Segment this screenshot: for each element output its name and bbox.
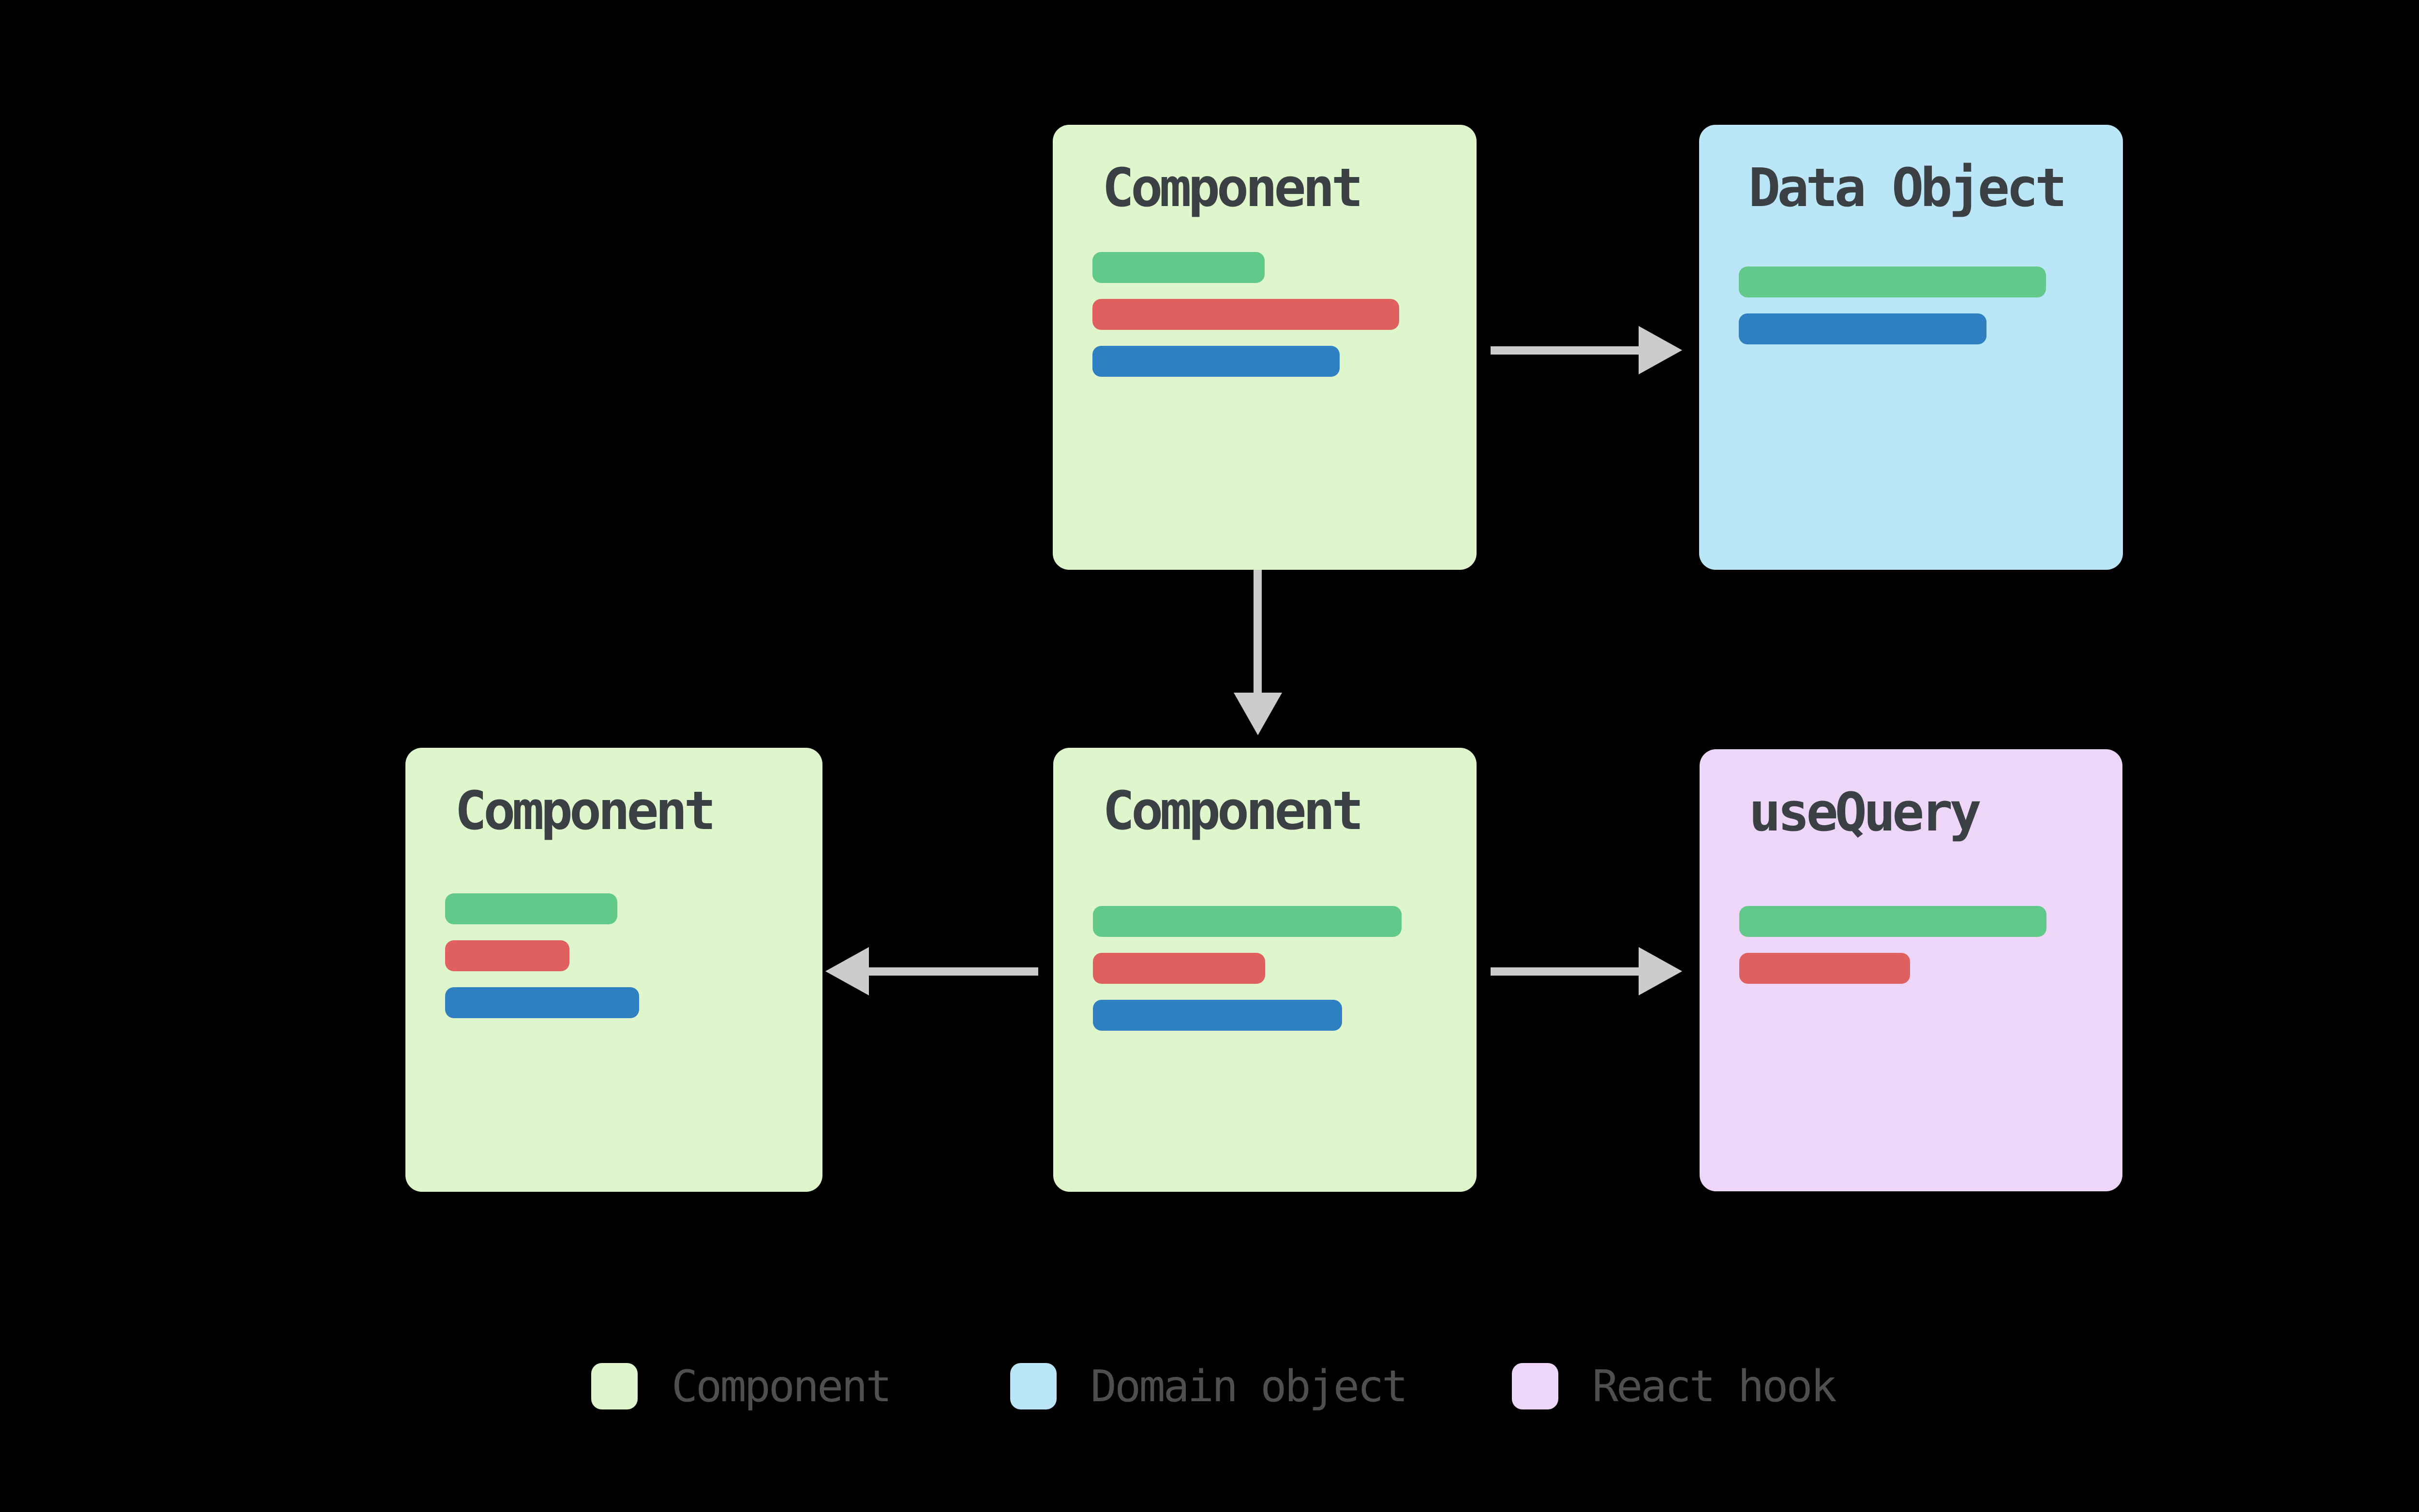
arrow-shaft: [1491, 346, 1639, 355]
node-component-left[interactable]: Component: [405, 748, 822, 1192]
code-lines: [1092, 252, 1399, 377]
legend-item-react-hook: React hook: [1512, 1361, 1837, 1412]
code-lines: [1093, 906, 1402, 1031]
code-line-bar: [1092, 299, 1399, 330]
node-title: Component: [1103, 780, 1364, 842]
code-line-bar: [1739, 906, 2046, 937]
arrow-shaft: [1491, 967, 1639, 976]
code-line-bar: [445, 893, 617, 924]
legend-swatch-react-hook: [1512, 1363, 1558, 1409]
code-lines: [1739, 267, 2046, 344]
node-title: Component: [1102, 157, 1363, 219]
arrow-head-right-icon: [1639, 947, 1682, 995]
legend-swatch-domain-object: [1010, 1363, 1057, 1409]
code-lines: [1739, 906, 2046, 984]
legend-swatch-component: [591, 1363, 638, 1409]
code-line-bar: [1739, 267, 2046, 297]
legend-label: React hook: [1592, 1361, 1837, 1412]
node-use-query[interactable]: useQuery: [1700, 749, 2122, 1191]
legend-label: Component: [672, 1361, 892, 1412]
arrow-head-down-icon: [1234, 693, 1282, 735]
code-line-bar: [1092, 252, 1265, 283]
code-line-bar: [1739, 953, 1910, 984]
arrow-shaft: [869, 967, 1038, 976]
node-data-object[interactable]: Data Object: [1699, 125, 2123, 570]
node-component-middle[interactable]: Component: [1053, 748, 1477, 1192]
legend-label: Domain object: [1090, 1361, 1408, 1412]
code-line-bar: [1739, 313, 1986, 344]
code-line-bar: [1093, 1000, 1342, 1031]
legend: Component Domain object React hook: [0, 1361, 2419, 1412]
arrow-head-right-icon: [1639, 326, 1682, 374]
code-line-bar: [445, 987, 639, 1018]
node-component-top[interactable]: Component: [1053, 125, 1477, 570]
legend-item-domain-object: Domain object: [1010, 1361, 1408, 1412]
arrow-head-left-icon: [825, 947, 869, 995]
code-line-bar: [1093, 906, 1402, 937]
node-title: useQuery: [1749, 781, 1982, 843]
arrow-shaft: [1254, 570, 1262, 694]
code-line-bar: [1092, 346, 1340, 377]
code-line-bar: [1093, 953, 1265, 984]
code-lines: [445, 893, 639, 1018]
node-title: Data Object: [1748, 157, 2067, 219]
code-line-bar: [445, 940, 569, 971]
legend-item-component: Component: [591, 1361, 892, 1412]
node-title: Component: [455, 780, 716, 842]
